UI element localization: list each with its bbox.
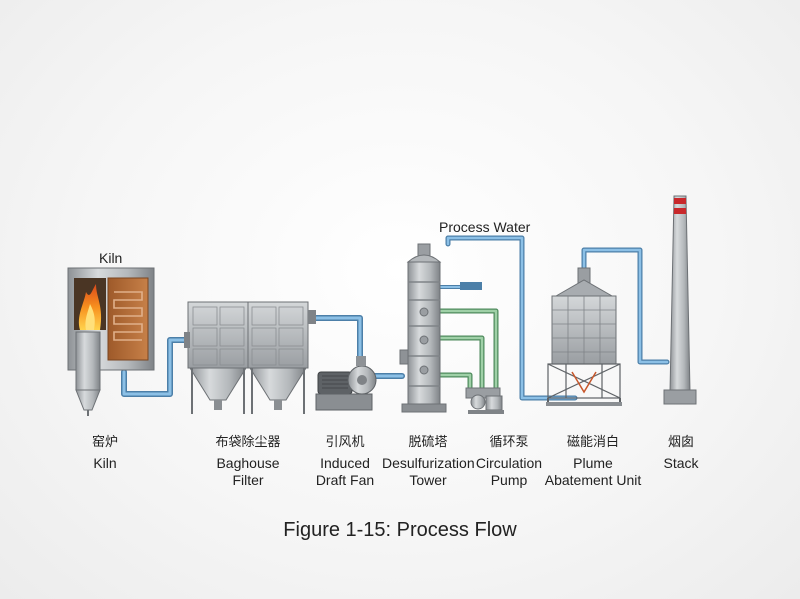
kiln-top-label: Kiln	[99, 250, 123, 266]
stack-unit	[663, 195, 697, 405]
unit-label-zh: 磁能消白	[566, 435, 619, 450]
unit-label-zh: 循环泵	[489, 435, 529, 450]
unit-label-zh: 烟囱	[667, 435, 694, 450]
unit-label-en-line1: Stack	[663, 455, 699, 471]
unit-label-stack: 烟囱 Stack	[652, 434, 710, 472]
recirculation-pipes	[436, 308, 499, 392]
gas-pipes	[121, 235, 670, 401]
unit-label-en-line1: Baghouse	[216, 455, 280, 471]
kiln-heat-coil	[113, 291, 143, 341]
induced-draft-fan-unit	[315, 356, 377, 411]
unit-label-en-line2: Tower	[409, 472, 447, 488]
unit-label-en-line1: Kiln	[93, 455, 117, 471]
pipe-pump-recirc-1	[436, 308, 499, 392]
unit-label-pump: 循环泵 Circulation Pump	[474, 434, 544, 489]
unit-label-kiln: 窑炉 Kiln	[68, 434, 142, 472]
unit-label-baghouse: 布袋除尘器 Baghouse Filter	[202, 434, 294, 489]
kiln-unit	[67, 267, 155, 416]
unit-label-fan: 引风机 Induced Draft Fan	[306, 434, 384, 489]
circulation-pump-unit	[465, 387, 504, 414]
process-water-label: Process Water	[439, 219, 531, 235]
figure-caption: Figure 1-15: Process Flow	[283, 519, 517, 541]
desulfurization-tower-unit	[399, 243, 482, 413]
unit-label-plume: 磁能消白 Plume Abatement Unit	[544, 434, 642, 489]
pipe-pump-recirc-3	[436, 372, 473, 392]
unit-label-zh: 窑炉	[91, 435, 118, 450]
unit-label-en-line2: Pump	[490, 472, 528, 488]
unit-label-en-line1: Circulation	[475, 455, 543, 471]
unit-label-en-line2: Abatement Unit	[544, 472, 642, 488]
unit-label-en-line2: Draft Fan	[315, 472, 375, 488]
plume-abatement-unit	[546, 267, 622, 406]
unit-label-en-line1: Desulfurization	[382, 455, 475, 471]
unit-label-zh: 引风机	[325, 435, 365, 450]
pipe-pump-recirc-2	[436, 335, 485, 392]
unit-label-en-line1: Plume	[573, 455, 613, 471]
unit-label-en-line2: Filter	[232, 472, 264, 488]
unit-label-zh: 脱硫塔	[408, 435, 448, 450]
pipe-baghouse-to-fan	[311, 315, 363, 360]
baghouse-unit	[184, 301, 316, 414]
unit-label-zh: 布袋除尘器	[215, 435, 281, 450]
unit-label-tower: 脱硫塔 Desulfurization Tower	[382, 434, 475, 489]
unit-label-en-line1: Induced	[320, 455, 370, 471]
